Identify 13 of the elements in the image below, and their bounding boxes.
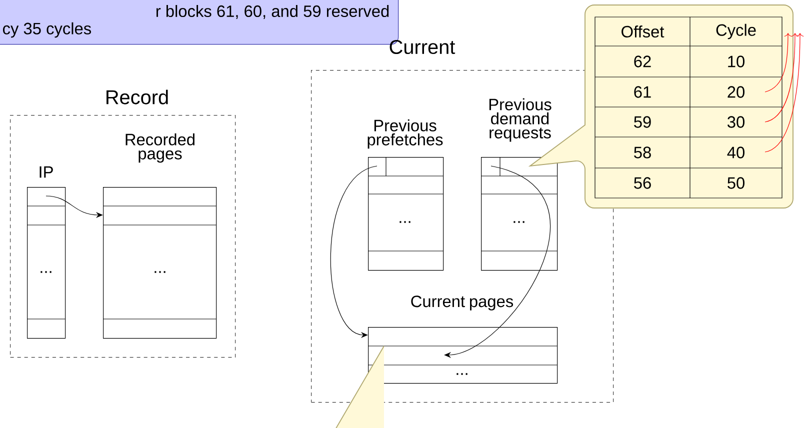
arrow — [330, 166, 378, 338]
table-box: Recorded pages ... — [102, 133, 217, 339]
table-box: Previous prefetches ... — [368, 119, 444, 271]
node-label: Current pages — [411, 296, 514, 310]
node-label: IP — [40, 166, 53, 178]
node-label: Recorded pages — [126, 133, 194, 163]
callout-pointer — [334, 346, 384, 428]
node-label: Record — [106, 90, 168, 104]
arrow — [46, 196, 103, 218]
table-box: Current pages ... — [368, 296, 558, 384]
node-label: Previous prefetches — [368, 119, 443, 149]
table-box: IP ... — [26, 166, 66, 339]
arrow — [444, 166, 551, 358]
